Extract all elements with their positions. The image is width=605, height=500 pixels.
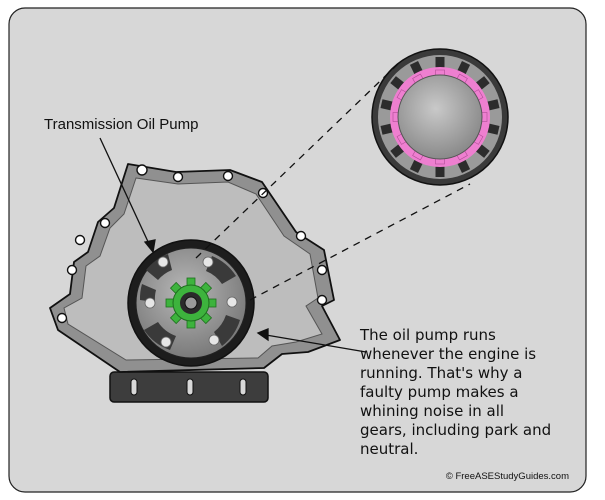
green-drive-gear: [165, 277, 217, 329]
gear-tooth: [457, 60, 471, 75]
gear-tooth: [486, 123, 500, 135]
zoom-connector-lines: [195, 61, 471, 301]
pump-bolt-heads: [144, 256, 238, 348]
gear-tooth: [486, 99, 500, 111]
gear-tooth: [380, 99, 394, 111]
gear-tooth: [435, 57, 445, 68]
note-line: gears, including park and: [360, 421, 552, 439]
housing-bolt-holes: [56, 164, 328, 324]
label-leader-arrows: [99, 137, 367, 353]
transmission-oil-pump-label: Transmission Oil Pump: [44, 116, 199, 133]
pump-gear-zoom-detail: [371, 48, 509, 186]
gear-tooth: [435, 166, 445, 177]
note-line: neutral.: [360, 440, 419, 458]
note-line: whining noise in all: [360, 402, 505, 420]
explanation-note: The oil pump runs whenever the engine is…: [360, 326, 592, 459]
gear-tooth: [409, 159, 423, 174]
gear-tooth: [380, 123, 394, 135]
note-line: faulty pump makes a: [360, 383, 519, 401]
note-line: running. That's why a: [360, 364, 523, 382]
pan-bolts: [130, 378, 247, 396]
copyright-credit: © FreeASEStudyGuides.com: [445, 471, 569, 482]
note-line: The oil pump runs: [360, 326, 496, 344]
gear-tooth: [457, 159, 471, 174]
gear-tooth: [409, 60, 423, 75]
note-line: whenever the engine is: [360, 345, 537, 363]
